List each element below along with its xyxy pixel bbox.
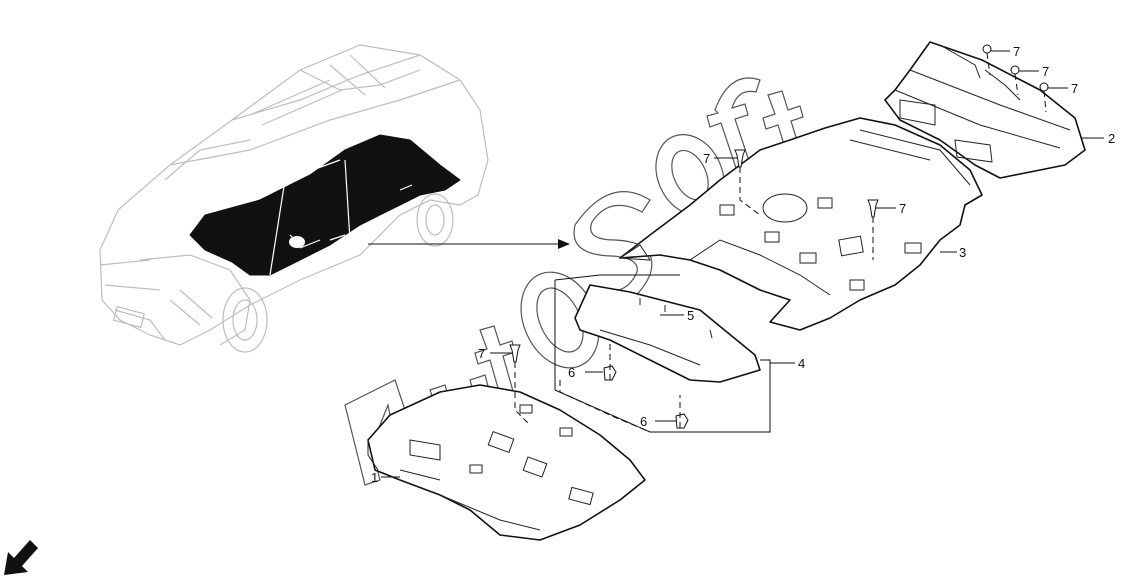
callout-1: 1	[371, 470, 378, 485]
part-3-center-carpet	[618, 117, 983, 331]
callout-6-upper: 6	[568, 365, 575, 380]
callout-5: 5	[687, 308, 694, 323]
callout-7-front: 7	[478, 346, 485, 361]
callout-leaders	[381, 50, 1104, 478]
callout-2: 2	[1108, 131, 1115, 146]
group-bracket-4	[554, 274, 771, 433]
part-5-pad	[574, 284, 761, 383]
bolt-7-icons	[509, 44, 1049, 363]
callout-7-rear-1: 7	[1013, 44, 1020, 59]
callout-labels: 1 2 3 4 5 6 6 7 7 7 7 7 7	[371, 44, 1115, 485]
callout-3: 3	[959, 245, 966, 260]
callout-6-lower: 6	[640, 414, 647, 429]
callout-7-center-left: 7	[703, 151, 710, 166]
callout-4: 4	[798, 356, 805, 371]
callout-7-rear-2: 7	[1042, 64, 1049, 79]
callout-7-rear-3: 7	[1071, 81, 1078, 96]
clip-6-icons	[603, 365, 689, 429]
arrow-down-left-icon	[4, 540, 38, 575]
part-2-rear-carpet	[884, 41, 1086, 179]
part-1-front-carpet	[367, 384, 646, 541]
callout-7-center-right: 7	[899, 201, 906, 216]
carpet-highlight	[189, 134, 461, 276]
vehicle-outline	[99, 44, 570, 353]
